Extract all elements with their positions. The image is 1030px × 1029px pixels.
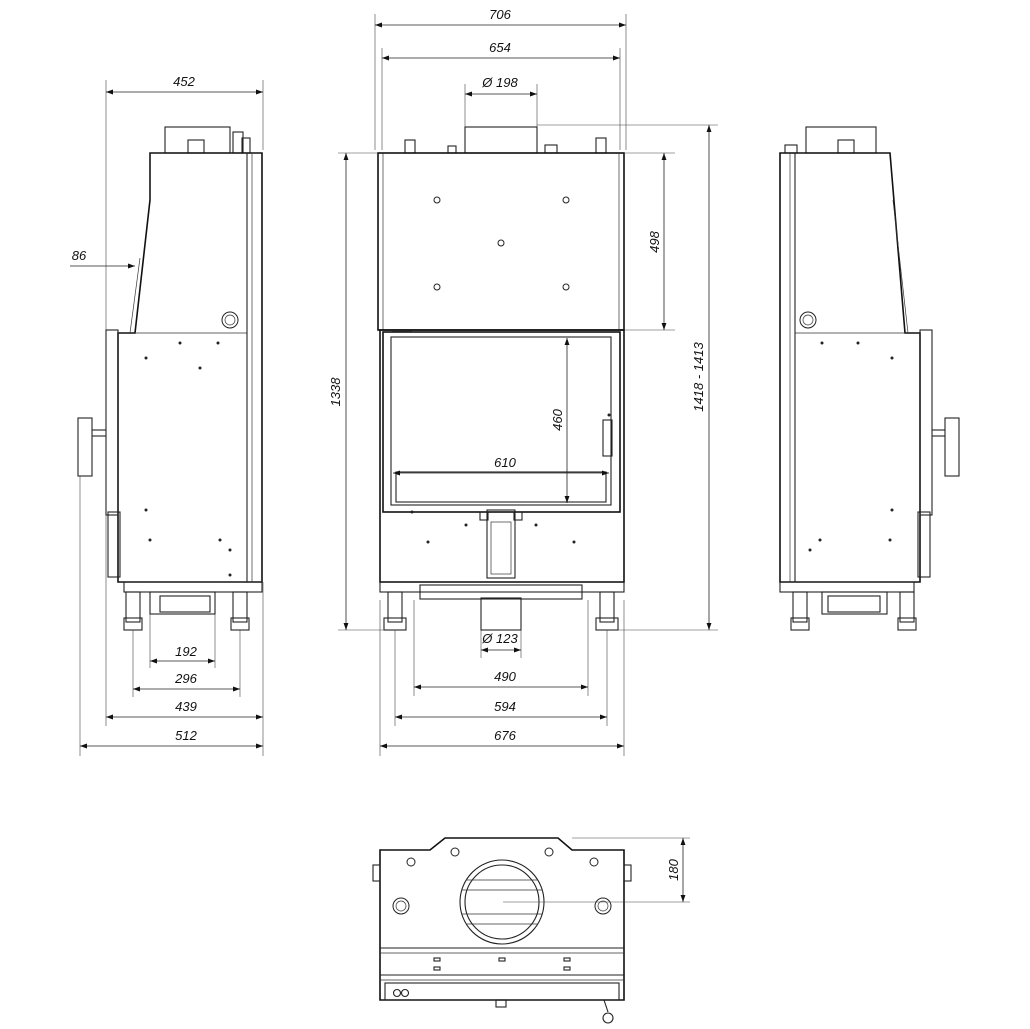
dim-296: 296 (174, 671, 197, 686)
dim-439: 439 (175, 699, 197, 714)
dim-86: 86 (72, 248, 87, 263)
dim-706: 706 (489, 7, 511, 22)
dim-512: 512 (175, 728, 197, 743)
top-view (372, 837, 632, 1024)
dim-460: 460 (550, 408, 565, 430)
dim-1338: 1338 (328, 377, 343, 407)
dim-594: 594 (494, 699, 516, 714)
dim-air-diameter: Ø 123 (481, 631, 518, 646)
dim-610: 610 (494, 455, 516, 470)
dim-498: 498 (647, 230, 662, 252)
dim-676: 676 (494, 728, 516, 743)
dimension-lines (70, 14, 718, 903)
dimension-labels: 706 654 Ø 198 452 86 1338 498 1418 - 141… (72, 7, 706, 881)
right-side-view (779, 126, 960, 631)
dim-452: 452 (173, 74, 195, 89)
front-view (377, 126, 625, 631)
dim-flue-diameter: Ø 198 (481, 75, 518, 90)
dim-192: 192 (175, 644, 197, 659)
dim-490: 490 (494, 669, 516, 684)
left-side-view (77, 126, 263, 631)
dim-654: 654 (489, 40, 511, 55)
dim-height-range: 1418 - 1413 (691, 342, 706, 412)
dim-180: 180 (666, 858, 681, 880)
